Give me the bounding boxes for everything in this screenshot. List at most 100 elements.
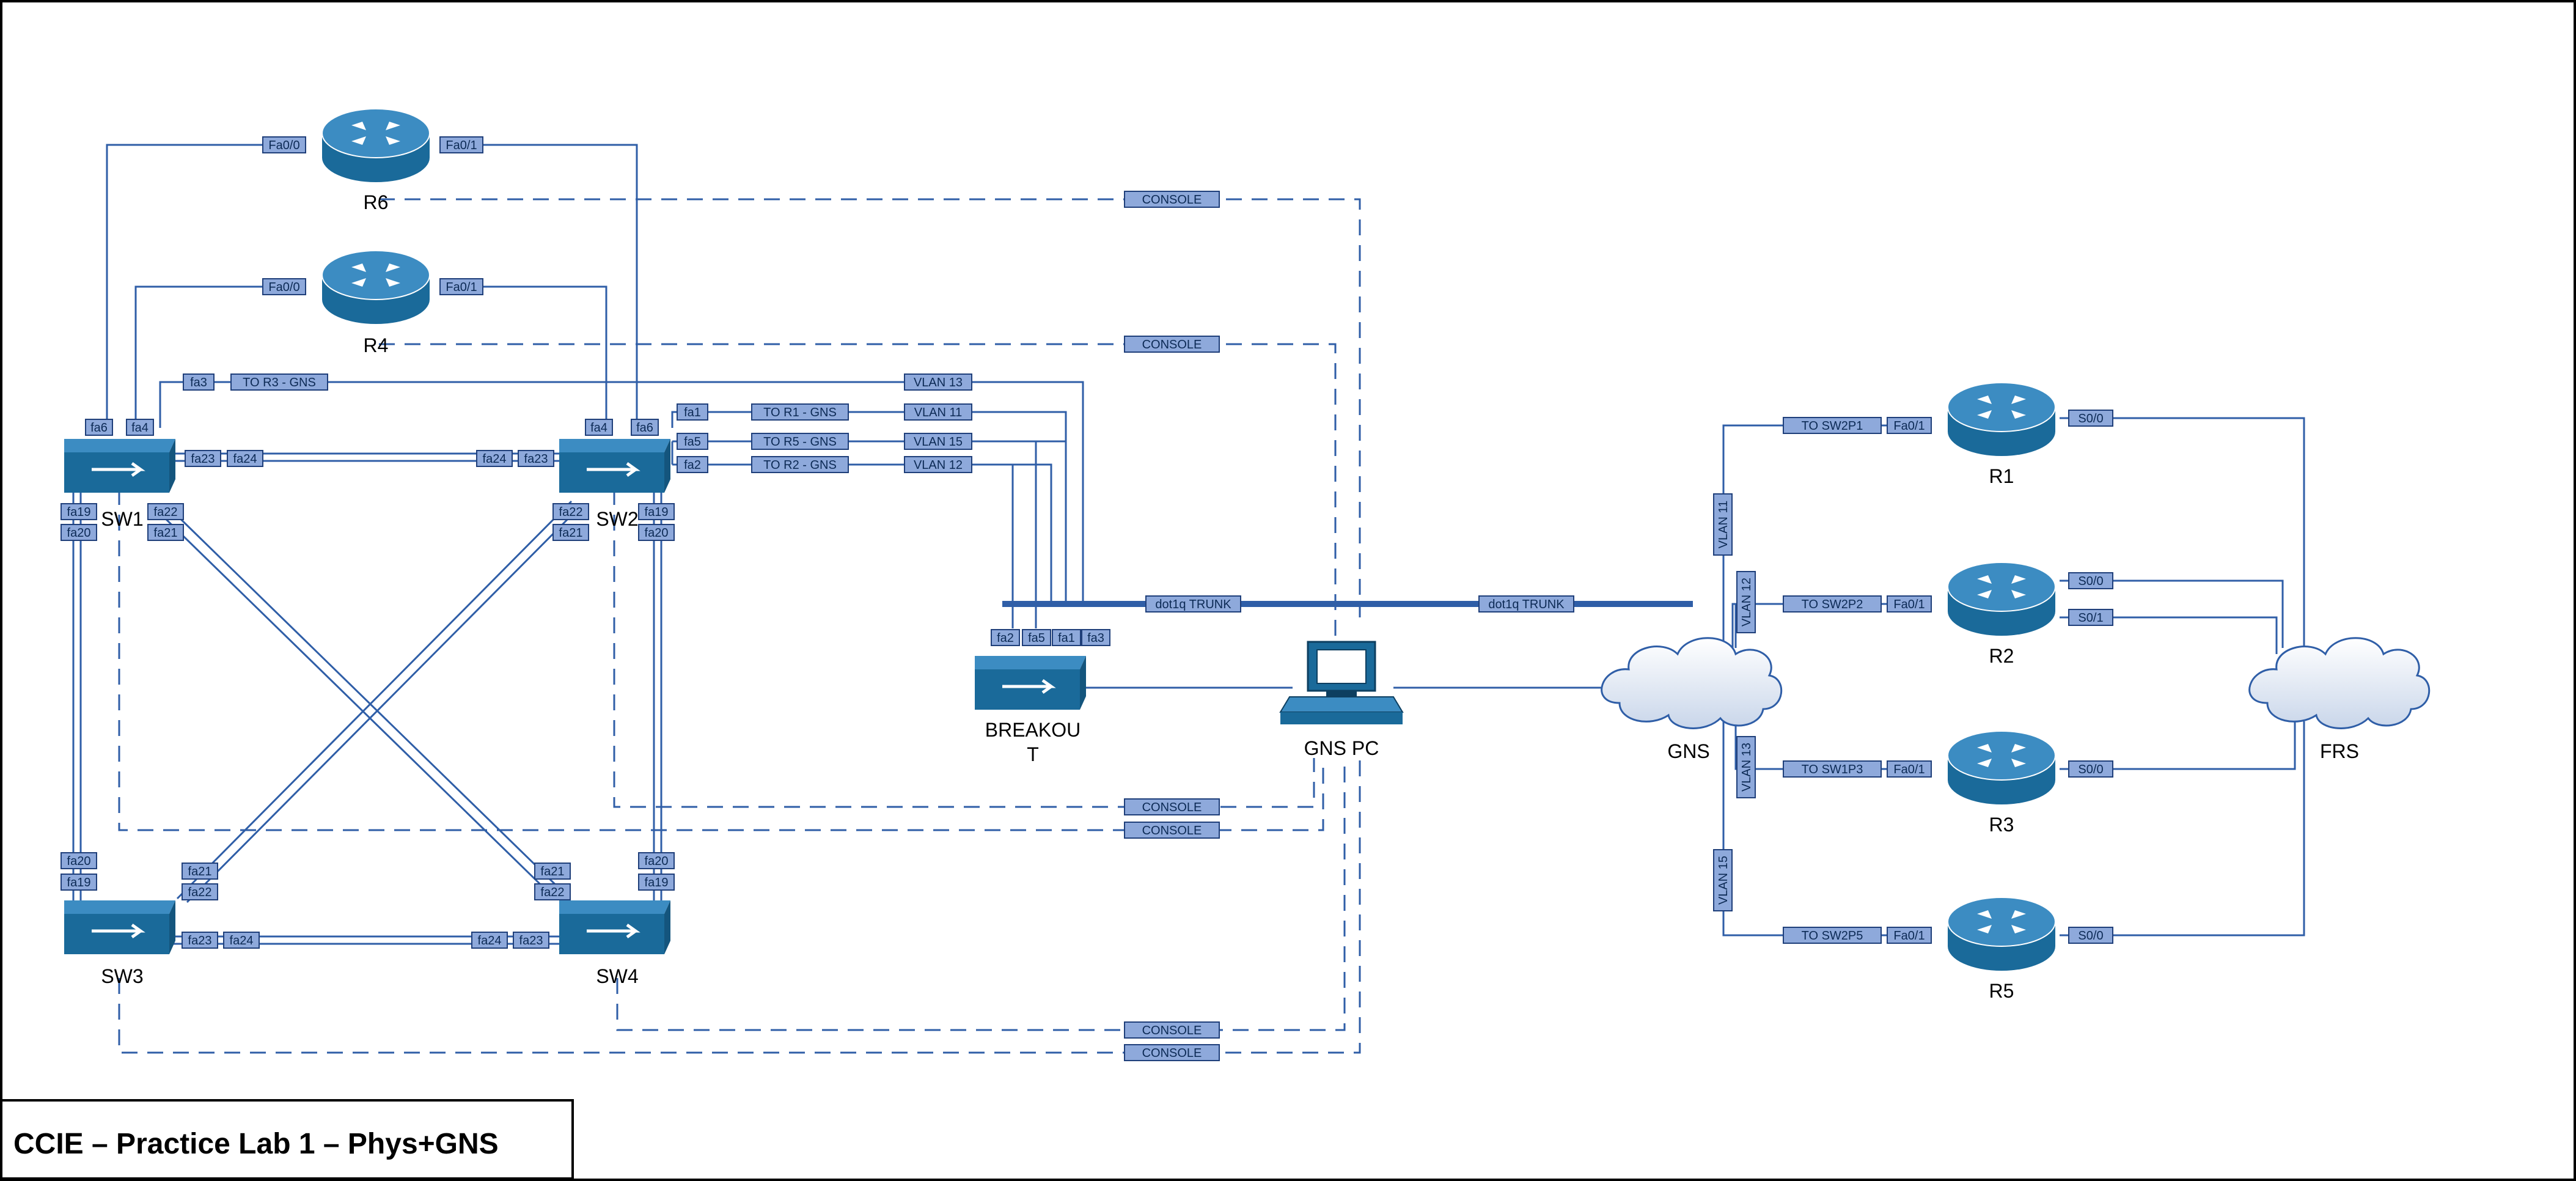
svg-text:fa19: fa19 [645, 506, 669, 519]
port-label-to-r1-gns: TO R1 - GNS [751, 403, 849, 421]
port-label-sw2-fa5: fa5 [677, 433, 708, 450]
svg-text:fa1: fa1 [684, 406, 701, 419]
svg-text:VLAN 11: VLAN 11 [1717, 501, 1730, 549]
svg-text:fa4: fa4 [131, 421, 149, 435]
sw2-label: SW2 [596, 508, 638, 530]
svg-text:CONSOLE: CONSOLE [1142, 1047, 1202, 1060]
port-label-dot1q: dot1q TRUNK [1478, 595, 1574, 613]
svg-text:VLAN 12: VLAN 12 [914, 458, 963, 472]
router-r3-icon [1947, 730, 2056, 804]
svg-text:fa19: fa19 [67, 506, 91, 519]
svg-text:fa24: fa24 [233, 452, 257, 466]
svg-text:fa24: fa24 [230, 934, 254, 947]
router-r4-icon [321, 250, 430, 324]
port-label-fa24: fa24 [476, 450, 513, 467]
frs-label: FRS [2320, 740, 2359, 762]
svg-text:fa19: fa19 [645, 876, 669, 889]
router-r5-icon [1947, 897, 2056, 971]
port-label-bo-fa2: fa2 [991, 629, 1020, 646]
port-label-fa23: fa23 [518, 450, 554, 467]
svg-text:CONSOLE: CONSOLE [1142, 824, 1202, 837]
port-label-console: CONSOLE [1124, 798, 1220, 815]
port-label-fa23: fa23 [182, 932, 218, 949]
svg-text:fa5: fa5 [684, 435, 701, 449]
switch-sw2-icon [559, 439, 670, 493]
r5-label: R5 [1989, 980, 2014, 1002]
svg-text:fa19: fa19 [67, 876, 91, 889]
port-label-to-sw2p2: TO SW2P2 [1783, 595, 1882, 613]
port-label-s00: S0/0 [2068, 410, 2113, 427]
gns-pc-label: GNS PC [1304, 737, 1379, 759]
svg-text:CONSOLE: CONSOLE [1142, 193, 1202, 207]
port-label-r4-fa00: Fa0/0 [262, 278, 306, 295]
svg-text:fa20: fa20 [67, 526, 91, 540]
port-label-fa20: fa20 [61, 852, 97, 869]
svg-text:VLAN 13: VLAN 13 [1740, 743, 1753, 792]
svg-text:VLAN 13: VLAN 13 [914, 376, 963, 389]
title-box [0, 1099, 574, 1180]
port-label-fa01: Fa0/1 [1887, 927, 1932, 944]
svg-text:TO SW2P5: TO SW2P5 [1802, 929, 1863, 943]
router-r6-icon [321, 108, 430, 182]
svg-text:Fa0/1: Fa0/1 [1893, 419, 1925, 433]
sw3-label: SW3 [101, 965, 143, 987]
sw1-label: SW1 [101, 508, 143, 530]
port-label-sw2-fa2: fa2 [677, 456, 708, 473]
port-label-to-sw1p3: TO SW1P3 [1783, 760, 1882, 778]
port-label-to-sw2p5: TO SW2P5 [1783, 927, 1882, 944]
port-label-fa19: fa19 [638, 503, 675, 520]
svg-text:fa5: fa5 [1028, 631, 1045, 645]
port-label-vlan13: VLAN 13 [904, 373, 972, 391]
port-label-vlan15: VLAN 15 [904, 433, 972, 450]
r1-label: R1 [1989, 465, 2014, 487]
port-label-sw2-fa6: fa6 [631, 419, 659, 436]
svg-text:TO R2 - GNS: TO R2 - GNS [763, 458, 837, 472]
svg-text:fa23: fa23 [188, 934, 212, 947]
port-label-fa21: fa21 [147, 524, 184, 541]
gns-pc-icon [1279, 641, 1404, 724]
port-label-fa01: Fa0/1 [1887, 417, 1932, 434]
svg-text:fa2: fa2 [684, 458, 701, 472]
svg-text:fa22: fa22 [559, 506, 583, 519]
r4-label: R4 [364, 334, 389, 356]
port-label-r6-fa01: Fa0/1 [439, 136, 483, 153]
svg-text:Fa0/0: Fa0/0 [268, 281, 299, 294]
svg-text:fa21: fa21 [154, 526, 178, 540]
r6-label: R6 [364, 191, 389, 213]
svg-text:TO SW1P3: TO SW1P3 [1802, 763, 1863, 776]
port-label-vlan13-v: VLAN 13 [1736, 736, 1756, 798]
svg-text:TO SW2P1: TO SW2P1 [1802, 419, 1863, 433]
svg-text:fa23: fa23 [524, 452, 548, 466]
port-label-to-r5-gns: TO R5 - GNS [751, 433, 849, 450]
console-links [118, 198, 1361, 1054]
svg-text:VLAN 15: VLAN 15 [1717, 856, 1730, 905]
port-label-fa01: Fa0/1 [1887, 760, 1932, 778]
svg-text:dot1q TRUNK: dot1q TRUNK [1488, 598, 1565, 611]
port-label-vlan15-v: VLAN 15 [1713, 849, 1733, 911]
switch-sw4-icon [559, 900, 670, 954]
port-label-vlan12-v: VLAN 12 [1736, 571, 1756, 633]
svg-text:fa24: fa24 [478, 934, 502, 947]
svg-text:CONSOLE: CONSOLE [1142, 1024, 1202, 1037]
breakout-label-line2: T [1027, 743, 1039, 765]
svg-text:S0/1: S0/1 [2078, 611, 2103, 625]
svg-text:Fa0/1: Fa0/1 [1893, 763, 1925, 776]
switch-sw3-icon [64, 900, 175, 954]
port-label-sw1-fa4: fa4 [126, 419, 154, 436]
port-label-to-r2-gns: TO R2 - GNS [751, 456, 849, 473]
port-label-fa20: fa20 [638, 852, 675, 869]
port-label-r6-fa00: Fa0/0 [262, 136, 306, 153]
port-label-fa24: fa24 [223, 932, 260, 949]
port-label-s01: S0/1 [2068, 609, 2113, 626]
port-label-to-r3-gns: TO R3 - GNS [230, 373, 328, 391]
svg-text:CONSOLE: CONSOLE [1142, 338, 1202, 351]
svg-text:fa4: fa4 [590, 421, 607, 435]
svg-text:TO R1 - GNS: TO R1 - GNS [763, 406, 837, 419]
port-label-fa22: fa22 [552, 503, 589, 520]
svg-text:fa23: fa23 [519, 934, 543, 947]
port-label-bo-fa5: fa5 [1022, 629, 1051, 646]
svg-text:fa3: fa3 [1087, 631, 1104, 645]
